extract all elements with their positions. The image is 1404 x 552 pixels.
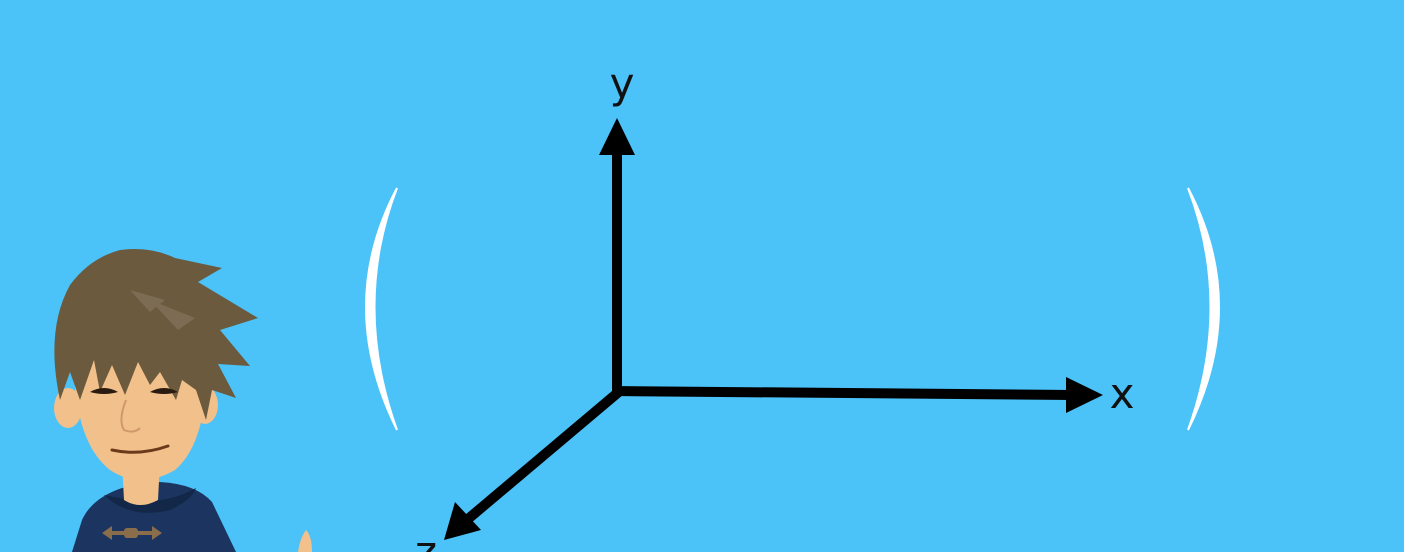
z-axis <box>464 386 625 523</box>
left-eye <box>90 388 118 394</box>
x-axis-label: x <box>1110 369 1135 418</box>
right-paren <box>1187 187 1220 431</box>
hoodie-clasp-icon <box>102 526 162 540</box>
left-paren <box>365 187 398 431</box>
x-axis <box>611 386 1073 400</box>
hood-rim <box>104 488 196 513</box>
mouth <box>110 444 170 454</box>
right-eye <box>150 388 178 394</box>
axes <box>444 118 1103 540</box>
left-ear <box>54 388 82 428</box>
cartoon-presenter <box>54 249 312 552</box>
hand <box>298 530 312 552</box>
x-axis-arrowhead <box>1066 377 1103 413</box>
z-axis-label: z <box>415 527 437 552</box>
nose <box>120 399 141 433</box>
hair <box>54 249 258 420</box>
hair-highlight <box>130 290 195 330</box>
y-axis-arrowhead <box>599 118 635 155</box>
y-axis-label: y <box>610 59 635 108</box>
z-axis-arrowhead <box>444 502 481 540</box>
